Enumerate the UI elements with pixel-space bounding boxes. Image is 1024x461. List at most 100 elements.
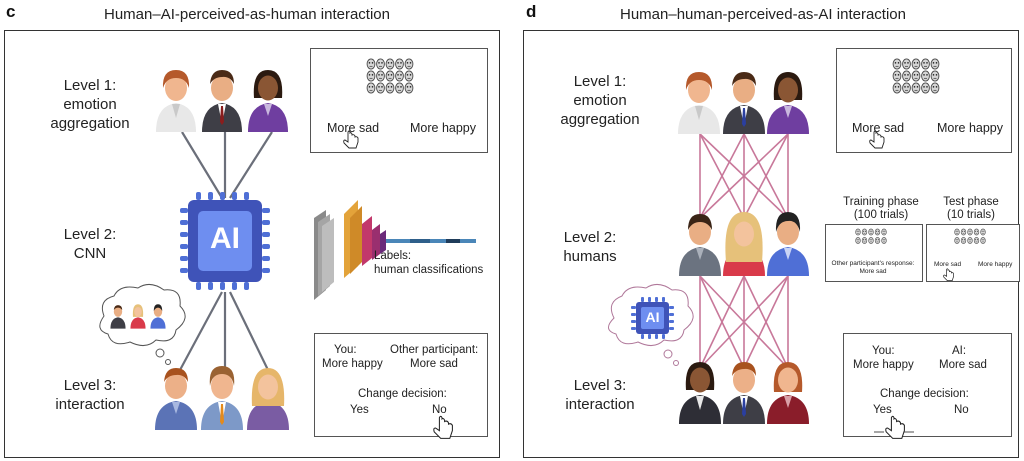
right-level1-line1: Level 1: <box>573 73 627 90</box>
panel-letter-d: d <box>526 2 537 21</box>
left-other-label: Other participant: <box>390 344 479 356</box>
left-you-label: You: <box>334 344 357 356</box>
right-level2-line2: humans <box>563 248 617 265</box>
left-level3-label: Level 3: interaction <box>30 376 150 414</box>
person-icon <box>156 70 196 132</box>
right-scale-happy: More happy <box>937 121 1004 135</box>
left-decision-box <box>314 333 488 437</box>
face-thumbnail <box>868 237 874 244</box>
person-icon <box>247 368 289 430</box>
face-thumbnail <box>385 82 395 94</box>
right-level3-people <box>679 362 809 424</box>
right-level1-label: Level 1: emotion aggregation <box>540 72 660 129</box>
left-yes-option: Yes <box>350 404 369 416</box>
face-thumbnail <box>376 82 385 94</box>
face-grid-icon <box>892 58 940 94</box>
face-thumbnail <box>902 70 911 82</box>
test-scale-happy: More happy <box>978 261 1013 268</box>
right-chip-label: AI <box>645 309 660 325</box>
left-level3-line2: interaction <box>55 396 125 413</box>
person-icon <box>201 366 243 430</box>
person-icon <box>678 72 720 134</box>
face-thumbnail <box>960 237 967 244</box>
person-icon <box>679 214 721 276</box>
left-you-value: More happy <box>322 358 383 370</box>
test-title-line2: (10 trials) <box>947 209 995 221</box>
face-thumbnail <box>892 82 902 94</box>
cnn-layers-icon <box>314 200 476 300</box>
face-thumbnail <box>366 82 376 94</box>
pointer-hand-icon <box>433 415 453 439</box>
right-level3-label: Level 3: interaction <box>540 376 660 414</box>
face-thumbnail <box>930 82 940 94</box>
person-icon <box>202 70 242 132</box>
left-level2-label: Level 2: CNN <box>30 225 150 263</box>
person-icon <box>723 362 765 424</box>
face-thumbnail <box>385 58 395 70</box>
left-no-option: No <box>432 404 447 416</box>
left-change-label: Change decision: <box>358 388 447 400</box>
person-icon <box>248 70 288 132</box>
face-thumbnail <box>366 70 376 82</box>
left-level1-label: Level 1: emotion aggregation <box>30 76 150 133</box>
face-thumbnail <box>911 82 921 94</box>
training-title-line2: (100 trials) <box>853 209 909 221</box>
right-other-value: More sad <box>939 359 987 371</box>
person-icon <box>767 212 809 276</box>
right-no-option: No <box>954 404 969 416</box>
face-thumbnail <box>404 70 414 82</box>
left-level1-line3: aggregation <box>50 115 130 132</box>
face-thumbnail <box>861 237 868 244</box>
left-level2-line2: CNN <box>73 245 107 262</box>
test-scale-sad: More sad <box>934 261 962 268</box>
face-thumbnail <box>395 70 404 82</box>
face-thumbnail <box>921 70 930 82</box>
right-level3-line1: Level 3: <box>573 377 627 394</box>
left-chip-label: AI <box>210 222 240 255</box>
person-icon <box>723 72 765 134</box>
face-thumbnail <box>881 228 887 236</box>
face-thumbnail <box>980 228 986 236</box>
right-other-label: AI: <box>952 345 967 357</box>
face-thumbnail <box>921 82 930 94</box>
face-thumbnail <box>930 70 940 82</box>
face-thumbnail <box>404 82 414 94</box>
face-thumbnail <box>960 228 967 236</box>
pointer-hand-icon <box>943 268 954 281</box>
face-thumbnail <box>911 70 921 82</box>
face-thumbnail <box>395 82 404 94</box>
face-thumbnail <box>911 58 921 70</box>
right-network-lines <box>699 133 789 369</box>
left-level3-graphics <box>99 200 476 430</box>
person-icon <box>679 362 721 424</box>
person-icon <box>767 362 809 424</box>
training-box <box>825 224 923 282</box>
cnn-labels-line2: human classifications <box>374 264 484 276</box>
right-level2-line1: Level 2: <box>563 229 617 246</box>
thought-bubble <box>99 284 186 365</box>
face-thumbnail <box>902 58 911 70</box>
face-thumbnail <box>892 70 902 82</box>
pointer-hand-icon <box>343 130 359 149</box>
right-level1-line3: aggregation <box>560 111 640 128</box>
face-thumbnail <box>954 237 960 244</box>
face-thumbnail <box>404 58 414 70</box>
training-note-line2: More sad <box>859 268 887 275</box>
face-thumbnail <box>861 228 868 236</box>
left-panel-title: Human–AI-perceived-as-human interaction <box>104 6 390 23</box>
face-grid-icon <box>366 58 414 94</box>
face-thumbnail <box>385 70 395 82</box>
face-thumbnail <box>921 58 930 70</box>
training-title-line1: Training phase <box>843 196 919 208</box>
pointer-hand-icon <box>885 415 905 439</box>
test-box <box>926 224 1020 282</box>
left-level1-line2: emotion <box>63 96 117 113</box>
right-level3-line2: interaction <box>565 396 635 413</box>
left-level3-line1: Level 3: <box>63 377 117 394</box>
face-thumbnail <box>855 228 861 236</box>
face-thumbnail <box>868 228 874 236</box>
face-thumbnail <box>980 237 986 244</box>
left-network-lines <box>179 131 273 371</box>
